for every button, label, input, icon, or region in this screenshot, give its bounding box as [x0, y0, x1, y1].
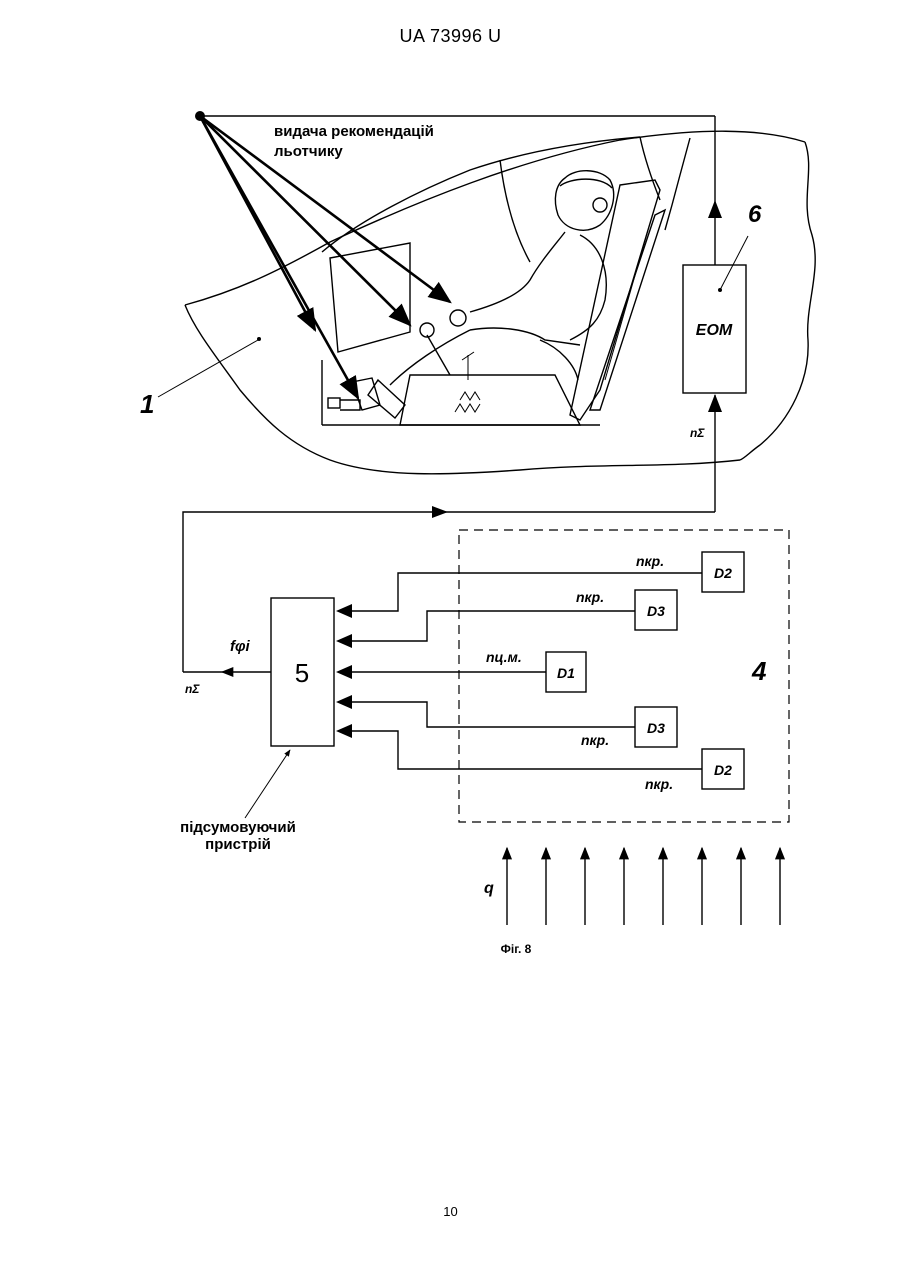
n-sigma-top-label: nΣ	[690, 426, 705, 440]
sensor-d3-upper-signal: nкр.	[576, 589, 604, 605]
n-sigma-left-label: nΣ	[185, 682, 200, 696]
figure-caption: Фіг. 8	[501, 942, 532, 956]
sensor-d2-top: D2	[702, 552, 744, 592]
sensor-d3-lower-signal: nкр.	[581, 732, 609, 748]
sensor-d2-bottom-signal: nкр.	[645, 776, 673, 792]
computer-eom-block: ЕОМ	[683, 265, 746, 393]
summator-reference-number: 5	[295, 658, 309, 688]
summator-label-line2: пристрій	[205, 836, 271, 853]
airflow-arrows	[507, 848, 780, 925]
sensor-d3-lower-label: D3	[647, 720, 665, 736]
sensor-d3-lower: D3	[635, 707, 677, 747]
pedal-assembly	[328, 378, 380, 410]
sensor-d2-top-label: D2	[714, 565, 732, 581]
page-number: 10	[0, 1204, 901, 1219]
sensor-d2-bottom-label: D2	[714, 762, 732, 778]
sensor-d3-upper-label: D3	[647, 603, 665, 619]
sensor-d2-top-signal: nкр.	[636, 553, 664, 569]
summator-label-line1: підсумовуючий	[180, 819, 296, 836]
recommendation-label-1: видача рекомендацій	[274, 123, 434, 140]
computer-reference-number: 6	[748, 201, 762, 228]
sensor-d1-signal: nц.м.	[486, 649, 522, 665]
f-output-label: fφі	[230, 638, 251, 655]
sensor-d1: D1	[546, 652, 586, 692]
sensor-group-box	[459, 530, 789, 822]
sensor-d2-bottom: D2	[702, 749, 744, 789]
sensor-d3-upper: D3	[635, 590, 677, 630]
summator-block: 5	[271, 598, 334, 746]
pilot-seat	[570, 180, 665, 420]
recommendation-label-2: льотчику	[274, 143, 343, 160]
sensor-group-reference-number: 4	[751, 656, 767, 686]
airflow-label: q	[484, 880, 494, 897]
aircraft-fuselage	[185, 131, 815, 474]
sensor-d1-label: D1	[557, 665, 575, 681]
computer-label: ЕОМ	[696, 322, 733, 339]
aircraft-reference-number: 1	[140, 389, 154, 419]
